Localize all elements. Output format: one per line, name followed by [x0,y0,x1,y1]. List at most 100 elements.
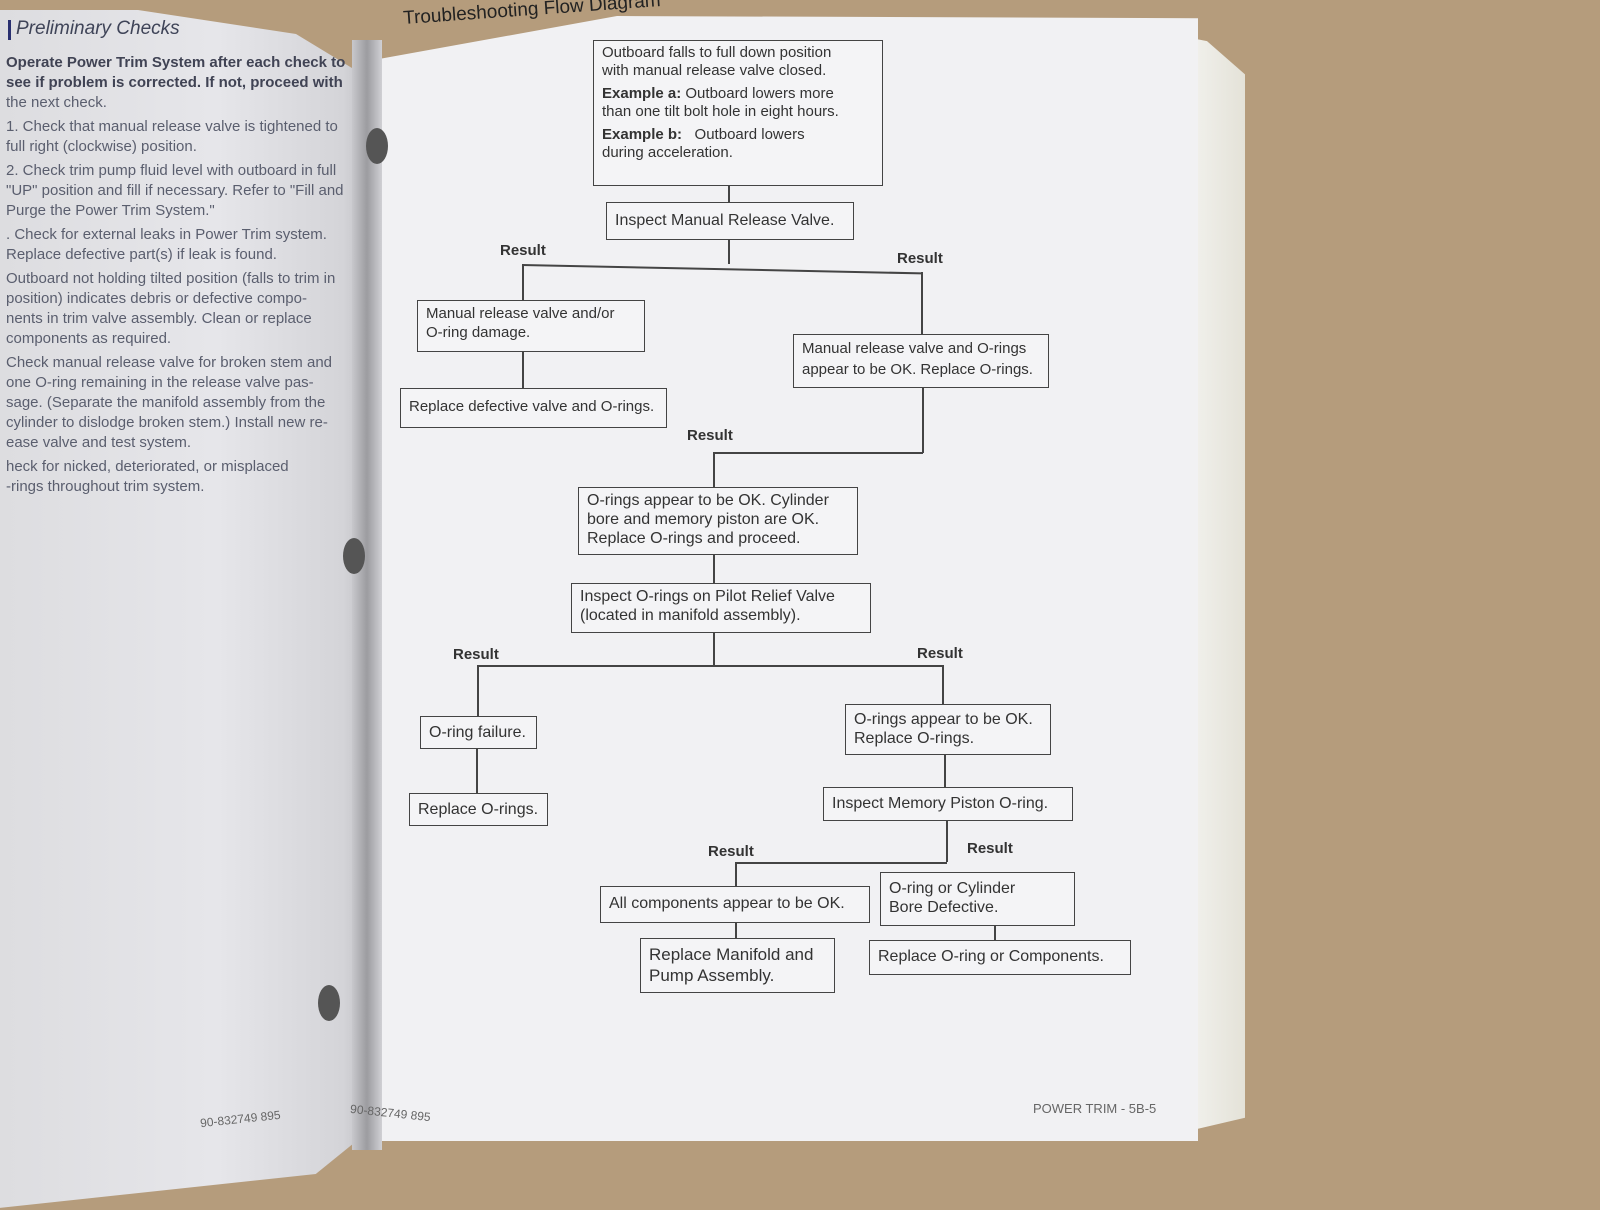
inspect-memory-piston-box: Inspect Memory Piston O-ring. [823,787,1073,821]
result-label: Result [897,250,943,267]
result-label: Result [453,646,499,663]
box-text: Inspect O-rings on Pilot Relief Valve [580,588,835,605]
connector [921,272,923,334]
text-line: nents in trim valve assembly. Clean or r… [6,310,312,327]
box-text: Pump Assembly. [649,966,775,985]
left-page [0,10,375,1210]
orings-ok-box: O-rings appear to be OK. Replace O-rings. [845,704,1051,755]
page-number-footer: POWER TRIM - 5B-5 [1033,1101,1157,1116]
connector [713,452,923,454]
box-text: All components appear to be OK. [609,895,845,912]
example-a-label: Example a: [602,85,682,102]
box-text: Replace O-rings. [418,801,539,818]
box-text: O-ring damage. [426,324,531,341]
connector [946,820,948,862]
connector [713,452,715,488]
start-box: Outboard falls to full down position wit… [593,40,883,186]
text-line: heck for nicked, deteriorated, or mispla… [6,458,289,475]
connector [728,240,730,264]
connector [728,185,730,203]
replace-valve-box: Replace defective valve and O-rings. [400,388,667,428]
binder-hole [343,538,365,574]
box-text: Manual release valve and O-rings [802,340,1027,357]
box-text: Outboard lowers more [685,85,834,102]
box-text: O-rings appear to be OK. Cylinder [587,492,829,509]
connector [942,665,944,704]
text-line: ease valve and test system. [6,434,192,451]
cylinder-ok-box: O-rings appear to be OK. Cylinder bore an… [578,487,858,555]
example-b-label: Example b: [602,126,683,143]
box-text: O-rings appear to be OK. [854,711,1033,728]
connector [713,632,715,665]
book-gutter [352,40,382,1150]
box-text: during acceleration. [602,144,733,161]
box-text: Inspect Memory Piston O-ring. [832,795,1049,812]
box-text: bore and memory piston are OK. [587,511,820,528]
result-label: Result [687,427,733,444]
box-text: Bore Defective. [889,899,999,916]
connector [735,862,737,887]
connector [944,754,946,788]
connector [735,922,737,939]
box-text: (located in manifold assembly). [580,607,801,624]
connector [477,665,943,667]
text-line: "UP" position and fill if necessary. Ref… [6,182,344,199]
heading-marker [8,20,11,40]
result-label: Result [500,242,546,259]
text-line: the next check. [6,94,107,111]
replace-components-box: Replace O-ring or Components. [869,940,1131,975]
box-text: Replace O-rings. [854,730,975,747]
box-text: Replace O-rings and proceed. [587,530,801,547]
text-line: -rings throughout trim system. [6,478,205,495]
connector [922,388,924,453]
connector [735,862,947,864]
text-line: one O-ring remaining in the release valv… [6,374,314,391]
text-line: Replace defective part(s) if leak is fou… [6,246,277,263]
text-line: Operate Power Trim System after each che… [6,54,346,71]
inspect-pilot-valve-box: Inspect O-rings on Pilot Relief Valve (lo… [571,583,871,633]
box-text: Inspect Manual Release Valve. [615,212,835,229]
box-text: appear to be OK. Replace O-rings. [802,361,1033,378]
connector [522,352,524,388]
replace-orings-box: Replace O-rings. [409,793,548,826]
text-line: components as required. [6,330,172,347]
box-text: Replace Manifold and [649,945,814,964]
box-text: Replace O-ring or Components. [878,948,1104,965]
text-line: position) indicates debris or defective … [6,290,307,307]
text-line: cylinder to dislodge broken stem.) Insta… [6,414,328,431]
text-line: 2. Check trim pump fluid level with outb… [6,162,337,179]
all-ok-box: All components appear to be OK. [600,886,870,923]
text-line: 1. Check that manual release valve is ti… [6,118,338,135]
result-label: Result [708,843,754,860]
binder-hole [366,128,388,164]
valve-ok-box: Manual release valve and O-rings appear t… [793,334,1049,388]
text-line: . Check for external leaks in Power Trim… [6,226,327,243]
box-text: with manual release valve closed. [602,62,827,79]
box-text: Manual release valve and/or [426,305,615,322]
text-line: full right (clockwise) position. [6,138,197,155]
result-label: Result [917,645,963,662]
connector [522,264,524,301]
text-line: Check manual release valve for broken st… [6,354,333,371]
text-line: see if problem is corrected. If not, pro… [6,74,343,91]
box-text: Replace defective valve and O-rings. [409,398,655,415]
box-text: than one tilt bolt hole in eight hours. [602,103,839,120]
box-text: O-ring failure. [429,724,526,741]
box-text: O-ring or Cylinder [889,880,1016,897]
text-line: Outboard not holding tilted position (fa… [6,270,336,287]
text-line: sage. (Separate the manifold assembly fr… [6,394,326,411]
inspect-release-valve-box: Inspect Manual Release Valve. [606,202,854,240]
binder-hole [318,985,340,1021]
text-line: Purge the Power Trim System." [6,202,215,219]
box-text: Outboard lowers [694,126,805,143]
connector [476,748,478,794]
result-label: Result [967,840,1013,857]
oring-failure-box: O-ring failure. [420,716,537,749]
connector [477,665,479,717]
connector [994,925,996,941]
connector [713,555,715,583]
left-heading: Preliminary Checks [16,18,180,39]
